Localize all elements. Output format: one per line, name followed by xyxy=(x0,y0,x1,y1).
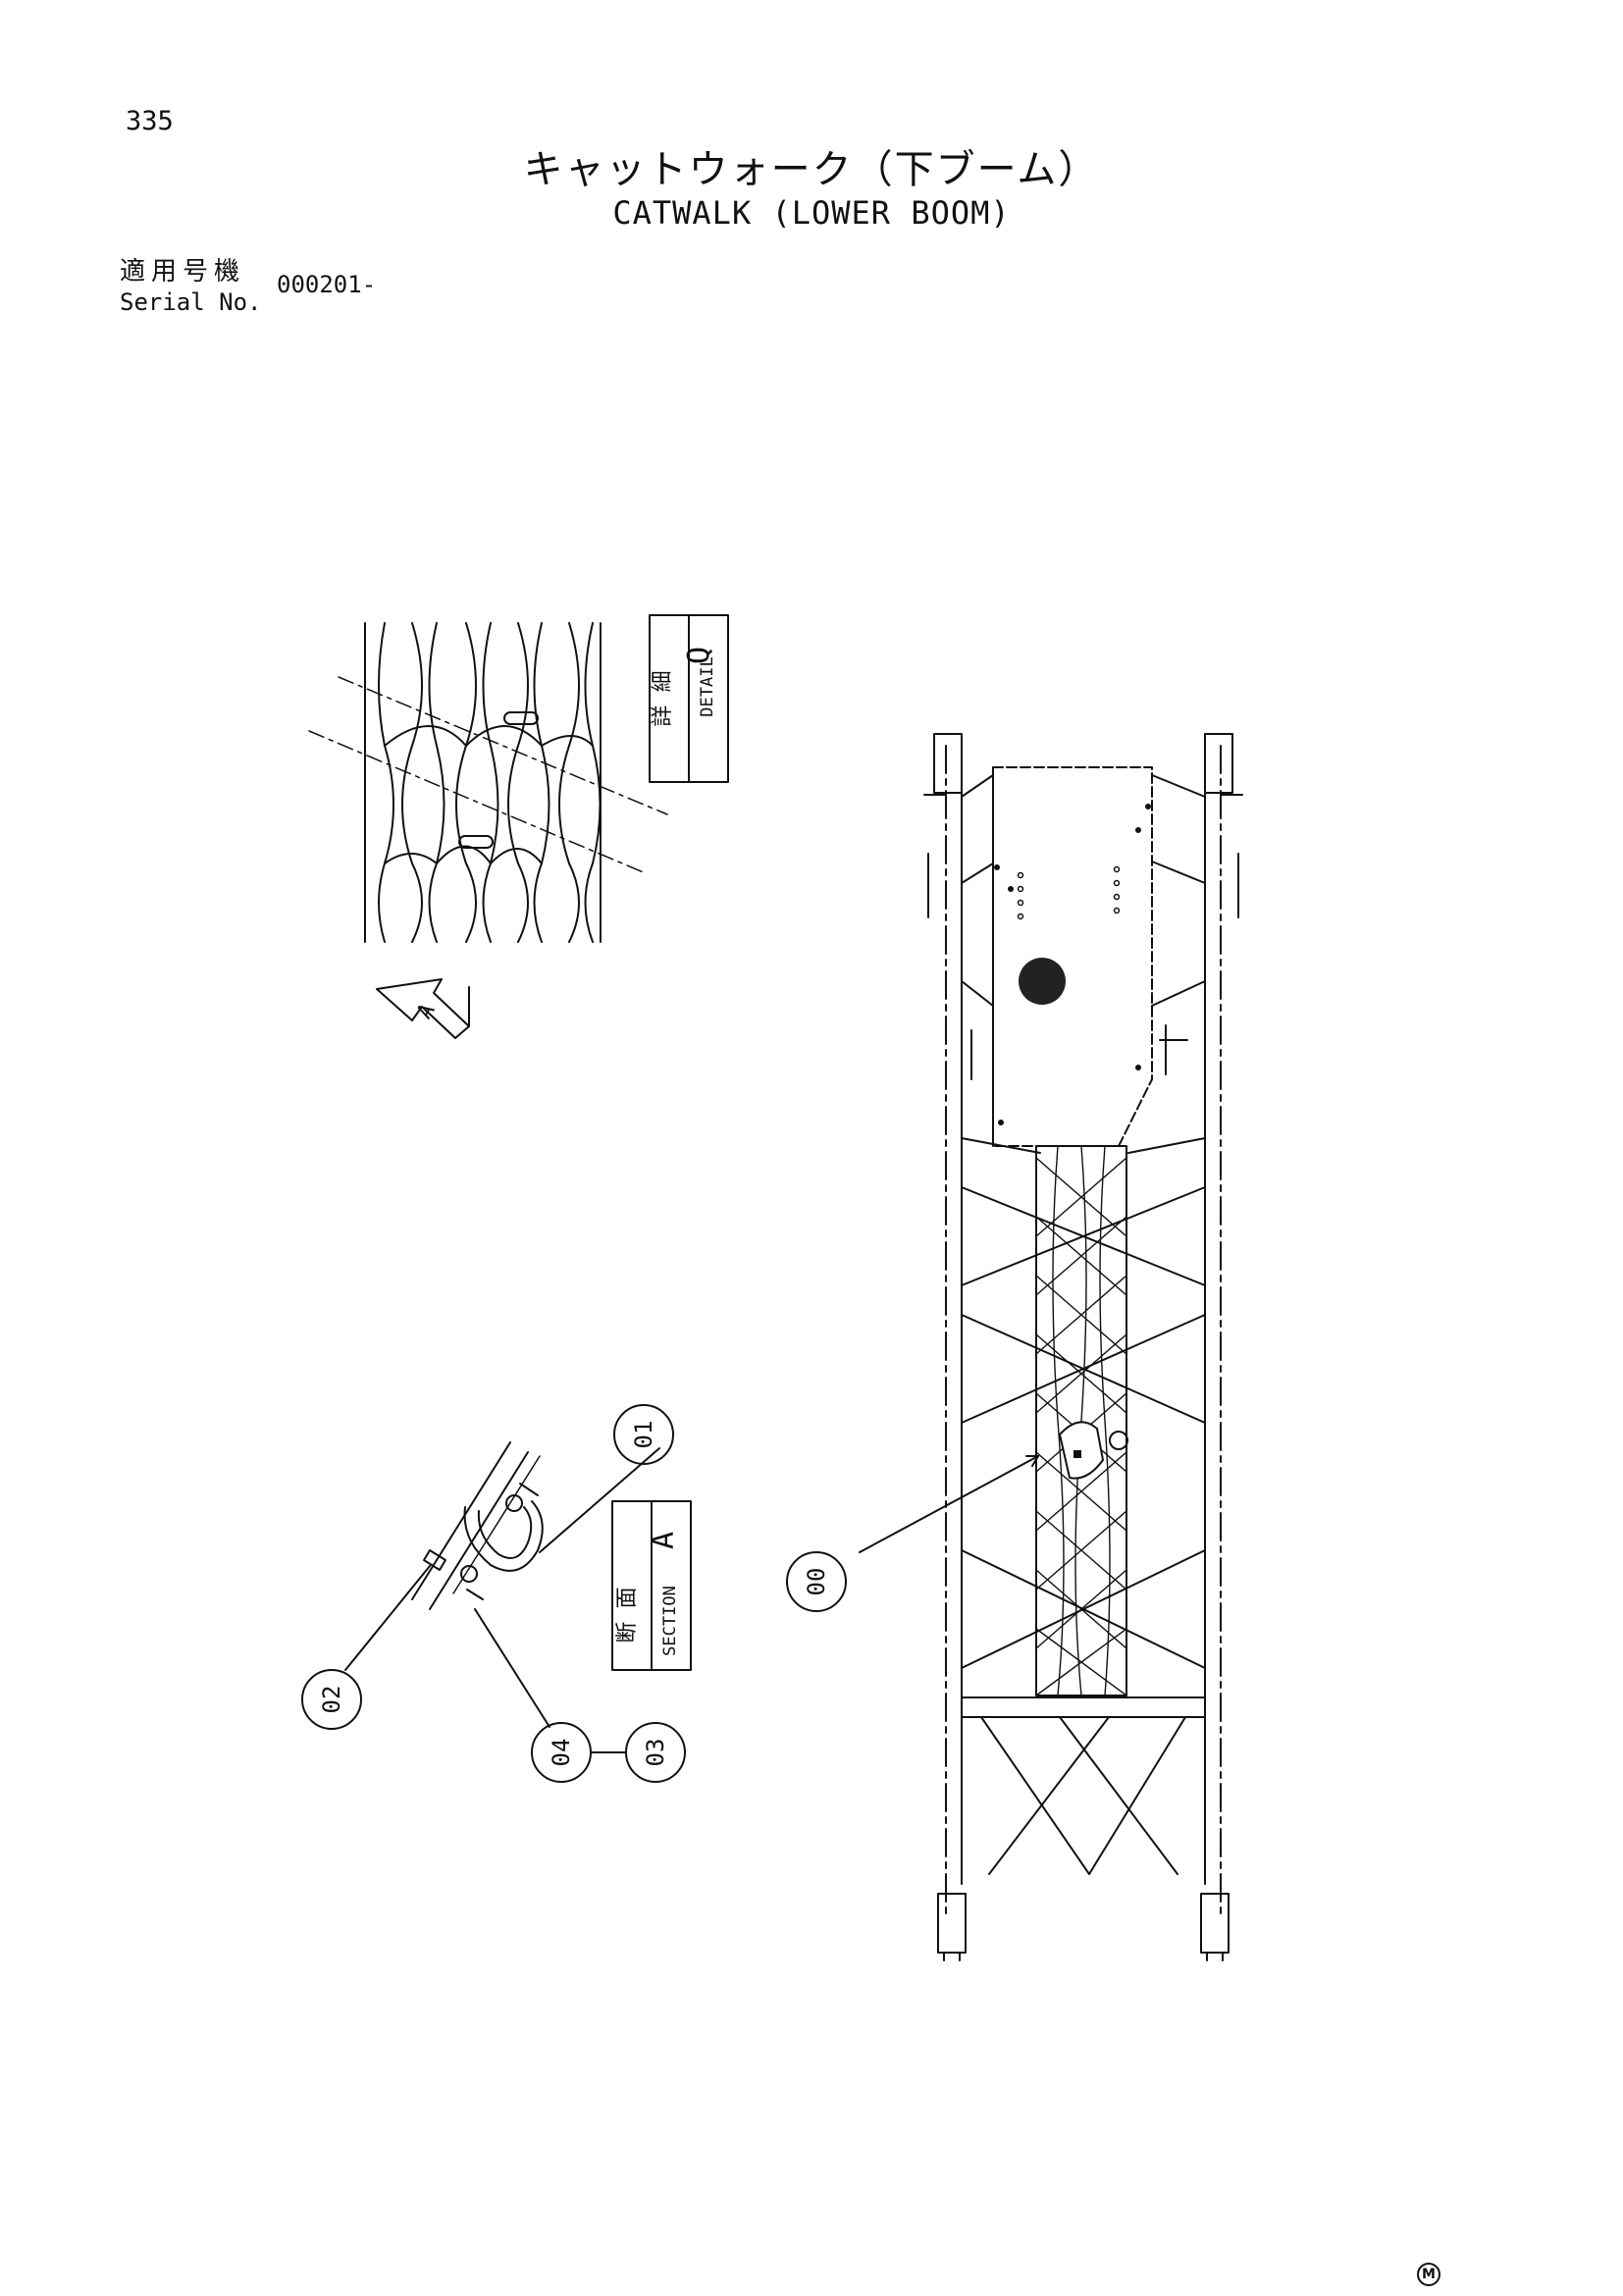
callout-leaders xyxy=(344,1447,1039,1753)
callout-04: 04 xyxy=(548,1739,575,1767)
section-box-labels: 断 面 SECTION A xyxy=(615,1532,681,1656)
lower-boom-assembly xyxy=(923,733,1243,1961)
callout-01: 01 xyxy=(630,1421,657,1449)
detail-box-labels: 詳 細 DETAIL Q xyxy=(651,647,717,727)
callout-03: 03 xyxy=(642,1739,669,1767)
serial-label-japanese: 適用号機 xyxy=(120,257,246,287)
callout-numbers: 00 01 02 04 03 xyxy=(318,1421,830,1767)
section-label-box xyxy=(611,1500,692,1671)
section-box-letter: A xyxy=(647,1532,681,1549)
serial-number-value: 000201- xyxy=(277,271,377,298)
detail-box-japanese: 詳 細 xyxy=(651,670,675,726)
section-a-clamp-view xyxy=(411,1441,544,1610)
page-number: 335 xyxy=(126,106,174,136)
callout-02: 02 xyxy=(318,1686,345,1714)
callout-00: 00 xyxy=(803,1568,830,1596)
serial-label-english: Serial No. xyxy=(120,288,262,316)
title-english: CATWALK (LOWER BOOM) xyxy=(612,194,1011,232)
m-mark-icon: M xyxy=(1417,2263,1440,2286)
section-box-english: SECTION xyxy=(660,1586,680,1656)
detail-q-mesh-view xyxy=(308,622,668,943)
detail-label-box xyxy=(649,614,729,783)
title-japanese: キャットウォーク（下ブーム） xyxy=(523,147,1100,192)
callout-circles xyxy=(301,1404,847,1783)
view-arrow-a xyxy=(376,978,470,1039)
detail-box-letter: Q xyxy=(682,647,716,664)
detail-box-english: DETAIL xyxy=(698,656,717,716)
section-box-japanese: 断 面 xyxy=(615,1587,640,1643)
